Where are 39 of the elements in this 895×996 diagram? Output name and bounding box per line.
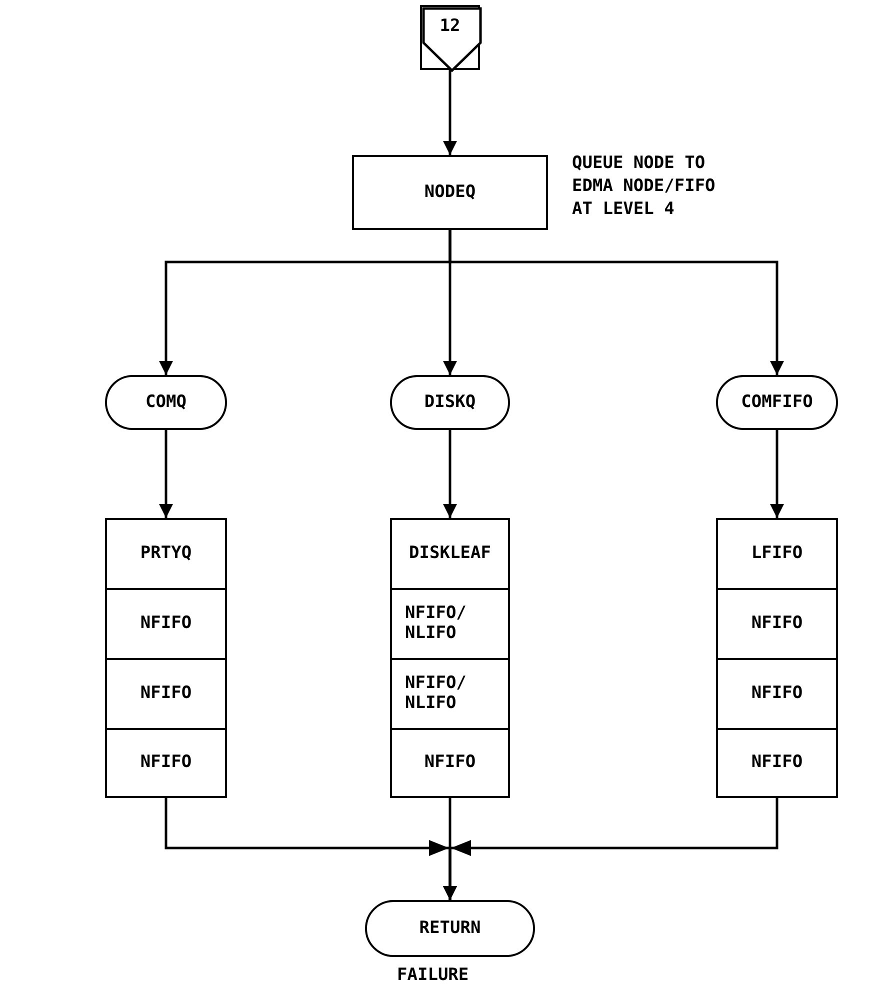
node-label: NFIFO bbox=[424, 753, 476, 773]
offpage-connector bbox=[420, 5, 480, 70]
node-label: COMQ bbox=[146, 392, 186, 412]
node-label: DISKLEAF bbox=[409, 544, 491, 564]
arrow bbox=[443, 70, 457, 155]
arrow bbox=[443, 798, 778, 900]
annotation-text: FAILURE bbox=[397, 964, 470, 987]
queue-cell bbox=[390, 518, 510, 590]
queue-cell bbox=[390, 588, 510, 660]
node-label: NFIFO bbox=[751, 753, 803, 773]
arrow bbox=[770, 430, 784, 518]
node-label: NFIFO bbox=[140, 753, 192, 773]
queue-cell bbox=[105, 588, 227, 660]
queue-cell bbox=[716, 728, 838, 798]
node-label: NFIFO bbox=[751, 614, 803, 634]
node-label: DISKQ bbox=[424, 392, 476, 412]
queue-cell bbox=[390, 658, 510, 730]
node-label: 12 bbox=[440, 17, 460, 37]
node-label: NODEQ bbox=[424, 182, 476, 202]
node-label: NFIFO bbox=[751, 684, 803, 704]
queue-cell bbox=[390, 728, 510, 798]
node-label: RETURN bbox=[419, 918, 481, 938]
node-label: NFIFO/ NLIFO bbox=[405, 604, 468, 644]
queue-cell bbox=[105, 728, 227, 798]
queue-cell bbox=[716, 658, 838, 730]
arrow bbox=[448, 230, 784, 375]
queue-cell bbox=[105, 658, 227, 730]
node-label: LFIFO bbox=[751, 544, 803, 564]
queue-cell bbox=[716, 588, 838, 660]
node-label: NFIFO bbox=[140, 614, 192, 634]
node-label: COMFIFO bbox=[741, 392, 813, 412]
queue-cell bbox=[105, 518, 227, 590]
queue-cell bbox=[716, 518, 838, 590]
arrow bbox=[443, 430, 457, 518]
node-label: PRTYQ bbox=[140, 544, 192, 564]
annotation-text: QUEUE NODE TO EDMA NODE/FIFO AT LEVEL 4 bbox=[572, 152, 716, 221]
node-label: NFIFO bbox=[140, 684, 192, 704]
node-label: NFIFO/ NLIFO bbox=[405, 674, 468, 714]
arrow bbox=[159, 430, 173, 518]
